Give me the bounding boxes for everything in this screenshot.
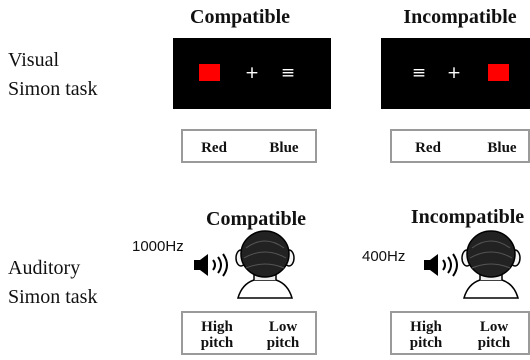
blue-stimulus-lines: ≡ [280, 63, 296, 83]
visual-incompatible-response-box: Red Blue [390, 129, 530, 163]
auditory-incompatible-title: Incompatible [410, 206, 525, 228]
response-red: Red [415, 140, 441, 156]
fixation-cross: + [446, 63, 462, 83]
visual-compatible-response-box: Red Blue [181, 129, 317, 163]
fixation-cross: + [244, 63, 260, 83]
auditory-row-label-line2: Simon task [8, 286, 98, 308]
head-back-view-illustration [461, 230, 521, 299]
response-high-pitch-line1: High [410, 319, 442, 335]
frequency-label: 1000Hz [132, 238, 184, 255]
auditory-incompatible-response-box: High pitch Low pitch [390, 311, 530, 355]
head-back-view-illustration [235, 230, 295, 299]
response-high-pitch: High pitch [400, 319, 452, 351]
auditory-compatible-response-box: High pitch Low pitch [181, 311, 317, 355]
response-high-pitch-line2: pitch [200, 335, 234, 351]
response-low-pitch-line2: pitch [477, 335, 511, 351]
response-low-pitch-line2: pitch [266, 335, 300, 351]
speaker-icon [194, 253, 228, 277]
visual-incompatible-title: Incompatible [403, 6, 517, 28]
visual-incompatible-screen: ≡ + [381, 38, 530, 109]
visual-row-label: Visual Simon task [8, 46, 97, 104]
frequency-label: 400Hz [362, 248, 406, 265]
response-low-pitch-line1: Low [479, 319, 509, 335]
speaker-icon [424, 253, 458, 277]
visual-row-label-line1: Visual [8, 49, 60, 71]
response-high-pitch: High pitch [191, 319, 243, 351]
auditory-row-label-line1: Auditory [8, 257, 81, 279]
response-high-pitch-line2: pitch [409, 335, 443, 351]
response-low-pitch: Low pitch [468, 319, 520, 351]
red-square-stimulus [488, 64, 509, 81]
red-square-stimulus [199, 64, 220, 81]
auditory-row-label: Auditory Simon task [8, 254, 97, 312]
response-blue: Blue [269, 140, 299, 156]
response-low-pitch: Low pitch [257, 319, 309, 351]
visual-row-label-line2: Simon task [8, 78, 98, 100]
response-blue: Blue [487, 140, 517, 156]
response-red: Red [201, 140, 227, 156]
blue-stimulus-lines: ≡ [411, 63, 427, 83]
response-low-pitch-line1: Low [268, 319, 298, 335]
visual-compatible-title: Compatible [190, 6, 290, 28]
visual-compatible-screen: + ≡ [173, 38, 331, 109]
auditory-compatible-title: Compatible [206, 208, 306, 230]
response-high-pitch-line1: High [201, 319, 233, 335]
